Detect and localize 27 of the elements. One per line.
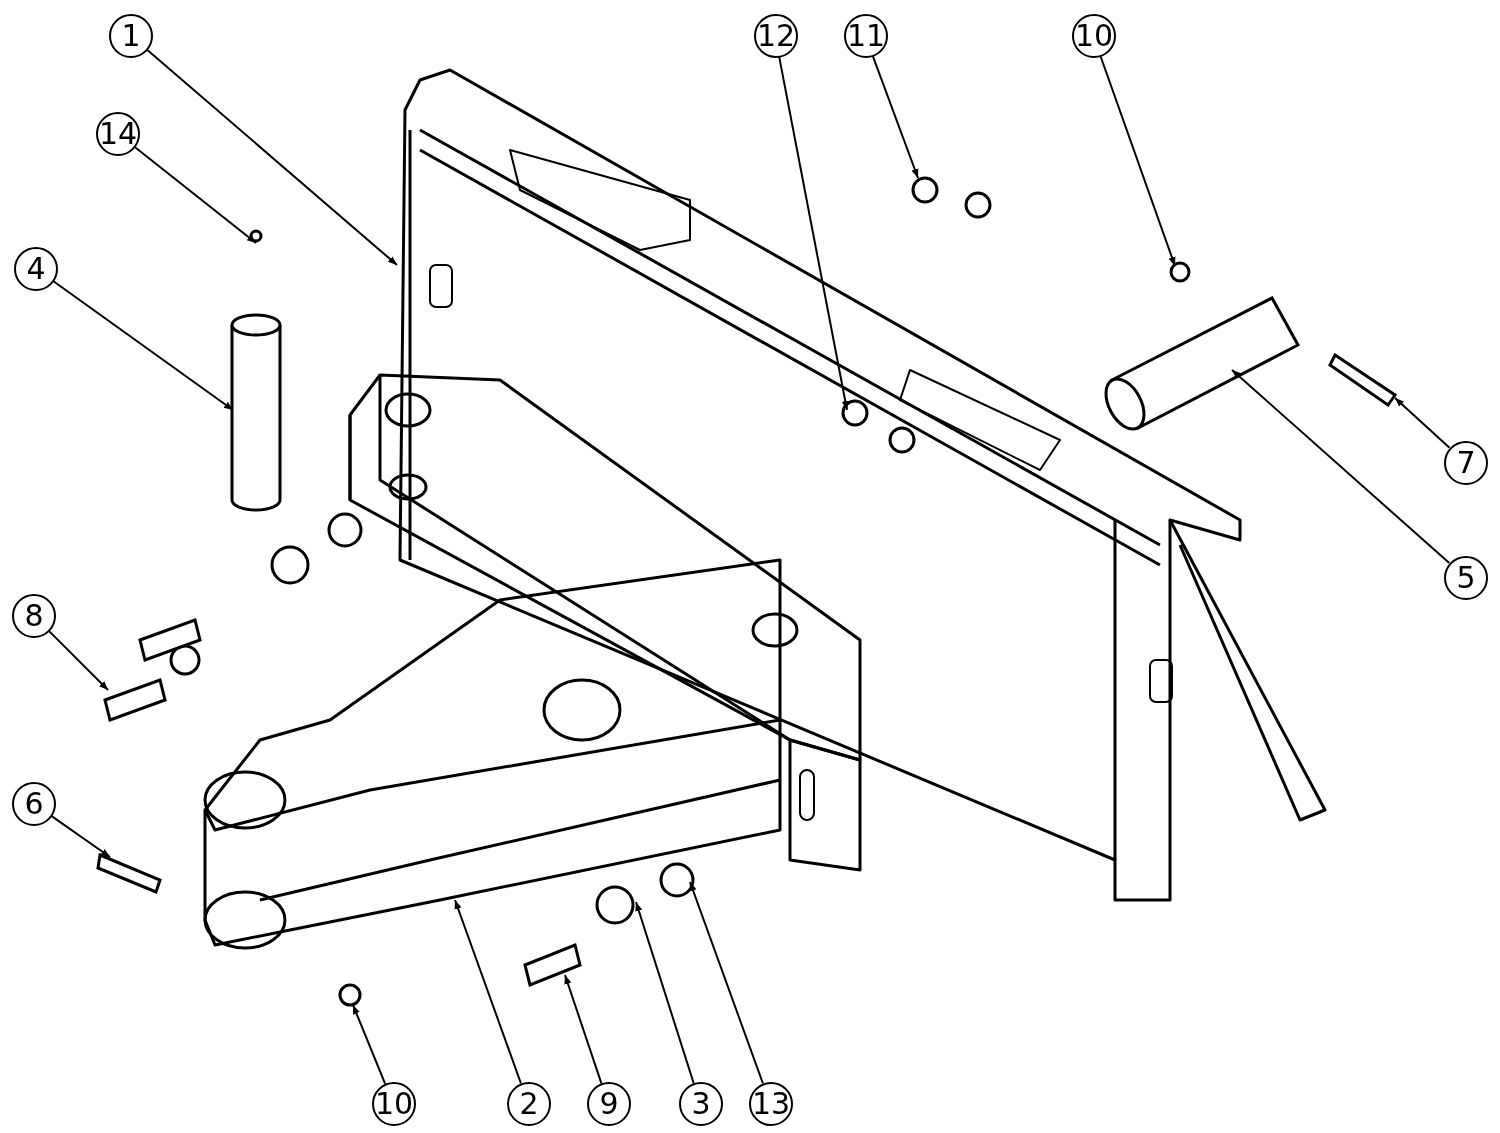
- leader-line: [1231, 369, 1451, 565]
- callout-number: 12: [754, 14, 798, 58]
- callout-number: 3: [679, 1082, 723, 1126]
- leader-line: [49, 814, 111, 858]
- leader-line: [1394, 397, 1451, 449]
- callout-number: 14: [96, 112, 140, 156]
- leader-line: [635, 901, 695, 1084]
- callout-number: 7: [1444, 441, 1488, 485]
- callout-number: 5: [1444, 556, 1488, 600]
- leader-line: [132, 145, 257, 244]
- leader-line: [352, 1004, 387, 1085]
- leader-line: [46, 628, 109, 691]
- callout-number: 10: [372, 1082, 416, 1126]
- callout-number: 4: [14, 247, 58, 291]
- pin-drawing: [230, 313, 282, 512]
- callout-number: 10: [1072, 14, 1116, 58]
- leader-line: [689, 881, 764, 1085]
- leader-line: [564, 974, 603, 1085]
- leader-line: [454, 899, 522, 1085]
- leader-line: [51, 279, 234, 411]
- callout-number: 13: [749, 1082, 793, 1126]
- callout-number: 11: [844, 14, 888, 58]
- callout-number: 8: [12, 594, 56, 638]
- callout-number: 1: [109, 14, 153, 58]
- callout-number: 9: [587, 1082, 631, 1126]
- callout-number: 6: [12, 782, 56, 826]
- callout-number: 2: [507, 1082, 551, 1126]
